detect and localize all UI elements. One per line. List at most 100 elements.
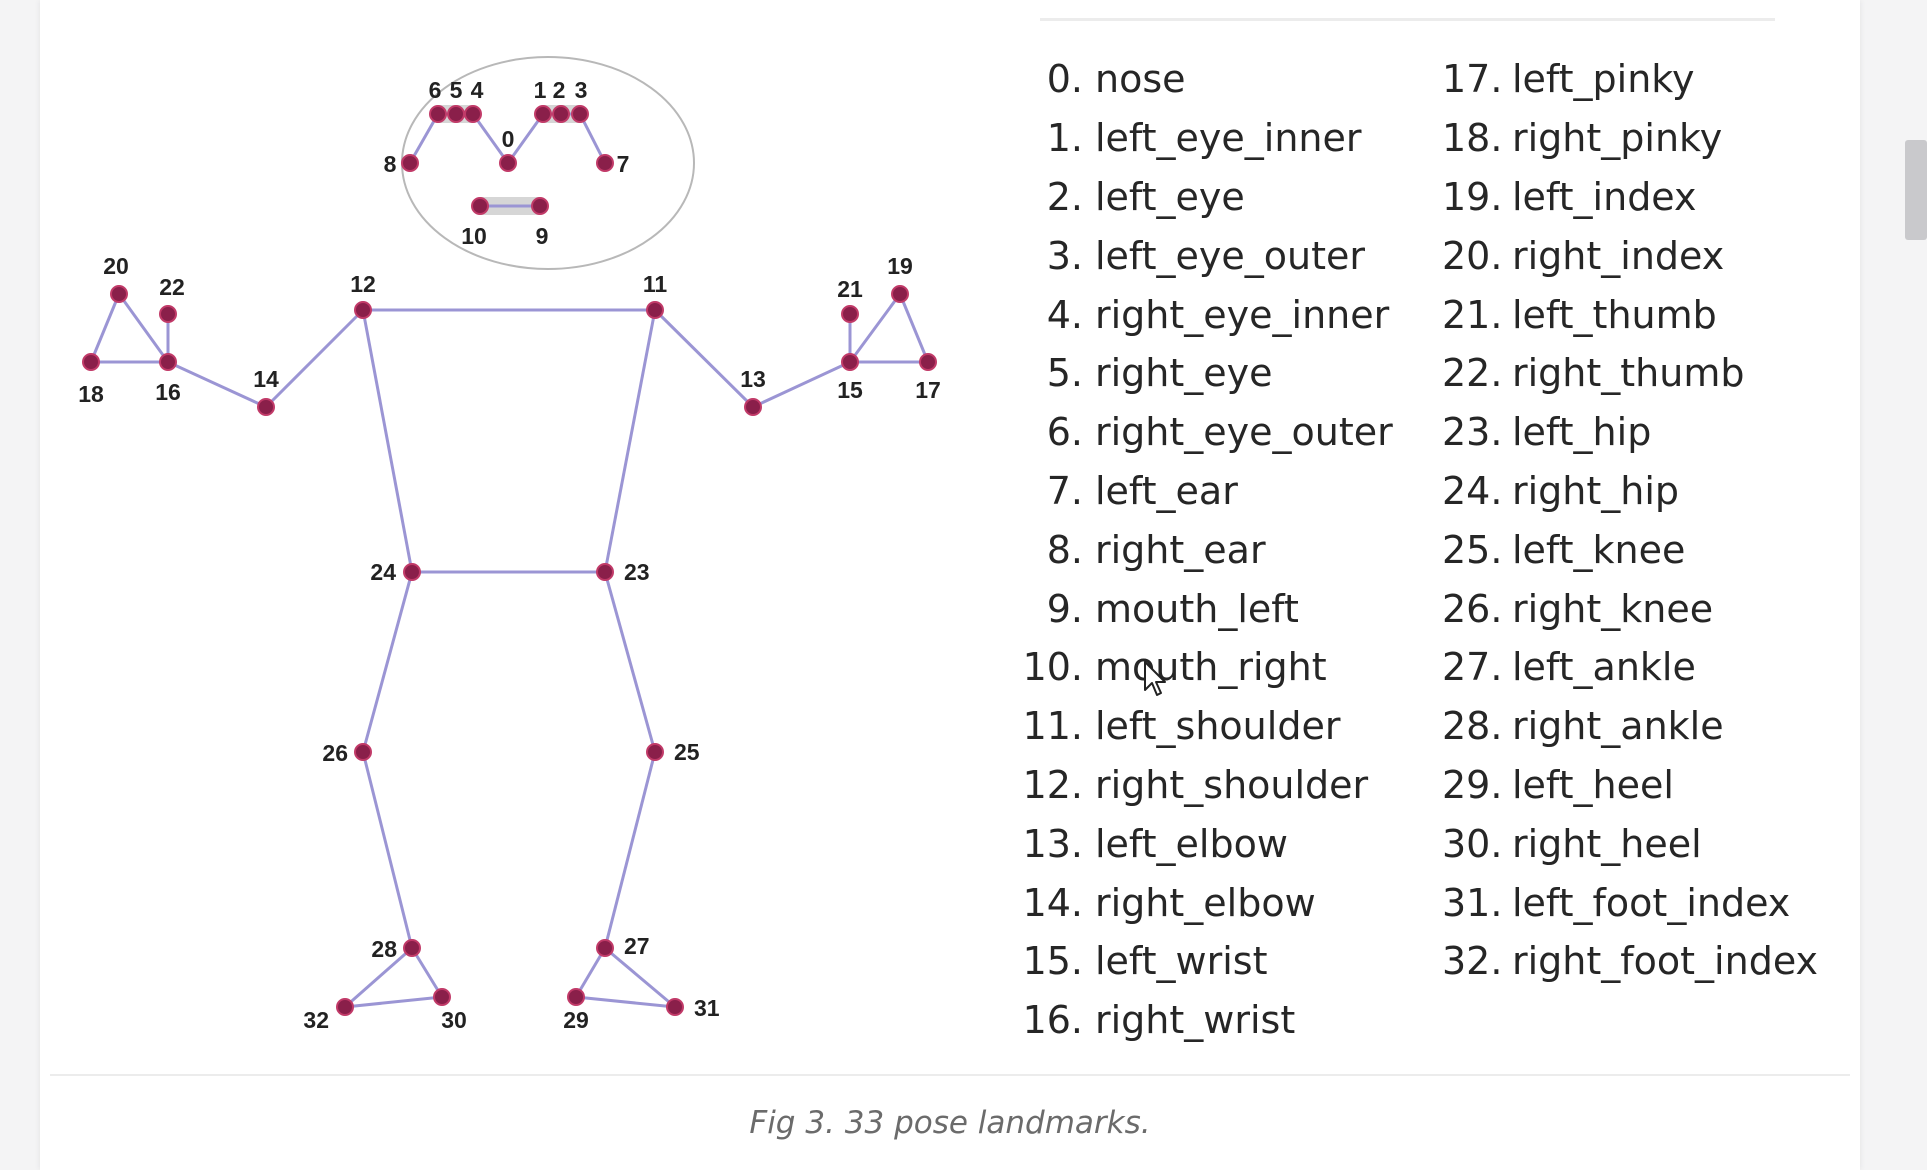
landmark-number: 16.	[1022, 998, 1083, 1043]
joint-left_ankle	[596, 939, 614, 957]
joint-right_shoulder	[354, 301, 372, 319]
joint-label-left_heel: 29	[563, 1007, 589, 1033]
joint-label-right_hip: 24	[370, 559, 396, 585]
landmark-number: 27.	[1442, 645, 1503, 690]
landmark-number: 6.	[1046, 410, 1083, 455]
joint-left_index	[891, 285, 909, 303]
joint-label-right_knee: 26	[322, 740, 348, 766]
landmark-list-item: 11.left_shoulder	[1015, 697, 1393, 756]
landmark-number: 14.	[1022, 880, 1083, 925]
joint-label-right_wrist: 16	[155, 379, 181, 405]
landmark-name: mouth_right	[1095, 645, 1327, 690]
landmark-list-item: 15.left_wrist	[1015, 932, 1393, 991]
landmark-name: left_heel	[1512, 762, 1674, 807]
bone-12-24	[361, 309, 414, 573]
joint-label-left_elbow: 13	[740, 366, 766, 392]
landmark-list-item: 23.left_hip	[1442, 403, 1818, 462]
joint-right_eye	[447, 105, 465, 123]
landmark-number: 22.	[1442, 351, 1503, 396]
landmark-number: 0.	[1046, 57, 1083, 102]
joint-label-right_eye: 5	[450, 77, 463, 103]
joint-left_elbow	[744, 398, 762, 416]
landmark-list-item: 32.right_foot_index	[1442, 932, 1818, 991]
bone-16-20	[117, 293, 170, 363]
joint-label-right_index: 20	[103, 253, 129, 279]
landmark-number: 4.	[1046, 292, 1083, 337]
landmark-number: 23.	[1442, 410, 1503, 455]
bone-8-6	[408, 113, 440, 164]
landmark-name: left_knee	[1512, 527, 1686, 572]
landmark-number: 7.	[1046, 468, 1083, 513]
landmark-name: right_eye_inner	[1095, 292, 1390, 337]
joint-right_index	[110, 285, 128, 303]
joint-label-left_index: 19	[887, 253, 913, 279]
joint-right_wrist	[159, 353, 177, 371]
landmark-name: left_elbow	[1095, 821, 1288, 866]
joint-label-left_pinky: 17	[915, 377, 941, 403]
landmark-name: left_pinky	[1512, 57, 1695, 102]
landmark-list-item: 26.right_knee	[1442, 579, 1818, 638]
joint-label-left_eye_outer: 3	[575, 77, 588, 103]
bone-24-26	[361, 571, 414, 753]
landmark-list-item: 13. left_elbow	[1015, 814, 1393, 873]
joint-left_knee	[646, 743, 664, 761]
landmark-name: left_thumb	[1512, 292, 1717, 337]
landmark-number: 8.	[1046, 527, 1083, 572]
bone-28-30	[410, 947, 444, 998]
bone-30-32	[344, 995, 443, 1009]
landmark-name: right_wrist	[1095, 998, 1296, 1043]
bone-17-19	[898, 293, 930, 363]
landmark-list-item: 4. right_eye_inner	[1015, 285, 1393, 344]
joint-label-left_foot_index: 31	[694, 995, 720, 1021]
landmark-list-item: 17.left_pinky	[1442, 50, 1818, 109]
caption-divider	[50, 1074, 1850, 1076]
landmark-number: 19.	[1442, 174, 1503, 219]
landmark-number: 18.	[1442, 116, 1503, 161]
joint-right_knee	[354, 743, 372, 761]
landmark-number: 2.	[1046, 174, 1083, 219]
landmark-list-item: 16. right_wrist	[1015, 991, 1393, 1050]
landmark-list-item: 19.left_index	[1442, 168, 1818, 227]
landmark-number: 13.	[1022, 821, 1083, 866]
landmark-list-item: 1.left_eye_inner	[1015, 109, 1393, 168]
landmark-number: 24.	[1442, 468, 1503, 513]
bone-14-16	[167, 360, 267, 409]
bone-12-14	[264, 308, 365, 409]
landmark-number: 20.	[1442, 233, 1503, 278]
landmark-name: mouth_left	[1095, 586, 1299, 631]
joint-right_thumb	[159, 305, 177, 323]
joint-left_ear	[596, 154, 614, 172]
landmark-name: right_eye_outer	[1095, 410, 1393, 455]
landmark-number: 26.	[1442, 586, 1503, 631]
joint-label-right_shoulder: 12	[350, 271, 376, 297]
bone-23-25	[603, 571, 657, 753]
landmark-list-item: 2. left_eye	[1015, 168, 1393, 227]
landmark-name: right_shoulder	[1095, 762, 1369, 807]
landmark-name: left_ankle	[1512, 645, 1696, 690]
landmark-number: 12.	[1022, 762, 1083, 807]
joint-label-mouth_left: 9	[536, 223, 549, 249]
joint-label-right_foot_index: 32	[303, 1007, 329, 1033]
scrollbar[interactable]	[1905, 0, 1927, 1170]
landmark-list-item: 18.right_pinky	[1442, 109, 1818, 168]
joint-label-left_eye: 2	[553, 77, 566, 103]
joint-label-nose: 0	[502, 126, 515, 152]
bone-29-31	[575, 995, 676, 1009]
landmark-list-item: 27.left_ankle	[1442, 638, 1818, 697]
landmark-number: 32.	[1442, 939, 1503, 984]
scrollbar-thumb[interactable]	[1905, 140, 1927, 240]
landmark-list-item: 25.left_knee	[1442, 520, 1818, 579]
landmark-name: nose	[1095, 57, 1186, 102]
landmark-number: 10.	[1022, 645, 1083, 690]
landmark-name: left_eye	[1095, 174, 1245, 219]
joint-right_ear	[401, 154, 419, 172]
landmark-name: right_hip	[1512, 468, 1680, 513]
landmark-name: right_thumb	[1512, 351, 1745, 396]
landmark-list-item: 28.right_ankle	[1442, 697, 1818, 756]
figure-card	[40, 0, 1860, 1170]
joint-label-left_shoulder: 11	[643, 271, 668, 297]
landmark-list-item: 9.mouth_left	[1015, 579, 1393, 638]
joint-left_eye_outer	[571, 105, 589, 123]
